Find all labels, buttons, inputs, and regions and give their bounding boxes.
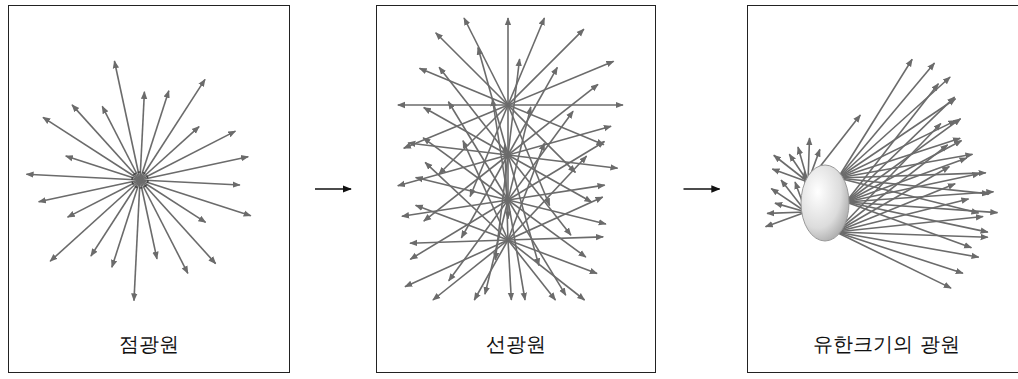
light-ray xyxy=(68,180,140,217)
light-ray xyxy=(39,180,140,202)
light-ray xyxy=(102,106,140,180)
light-ray xyxy=(508,240,511,300)
light-ray xyxy=(838,63,934,178)
light-ray xyxy=(507,18,509,105)
flow-arrow xyxy=(315,188,351,189)
light-ray xyxy=(798,147,808,182)
light-ray xyxy=(72,105,140,180)
light-ray xyxy=(838,138,960,178)
light-ray xyxy=(508,200,606,224)
light-ray xyxy=(846,192,994,202)
light-ray xyxy=(836,232,979,257)
light-ray xyxy=(836,123,941,232)
light-ray xyxy=(508,107,531,200)
light-ray xyxy=(114,61,140,180)
light-ray xyxy=(508,104,623,106)
light-ray xyxy=(404,105,508,148)
light-ray xyxy=(774,155,808,182)
panel-label: 선광원 xyxy=(377,331,655,358)
light-ray xyxy=(140,180,188,273)
light-ray xyxy=(140,127,199,180)
light-ray xyxy=(766,212,806,227)
light-ray xyxy=(767,212,806,213)
light-ray xyxy=(846,97,955,202)
light-ray xyxy=(425,162,508,240)
light-ray xyxy=(508,61,614,105)
light-ray xyxy=(140,79,205,180)
light-ray xyxy=(436,33,508,105)
light-ray xyxy=(140,180,216,264)
light-ray xyxy=(408,143,508,155)
light-ray xyxy=(836,184,955,232)
panel-box: 점광원 xyxy=(8,5,290,373)
panel-label: 점광원 xyxy=(9,331,289,358)
light-ray xyxy=(405,240,508,287)
light-ray xyxy=(50,180,140,261)
light-ray xyxy=(772,169,808,182)
flow-arrow xyxy=(684,188,720,189)
light-ray xyxy=(448,102,508,200)
light-ray xyxy=(474,240,508,300)
light-ray xyxy=(838,77,950,178)
panel-label: 유한크기의 광원 xyxy=(748,331,1018,358)
light-ray xyxy=(464,18,508,105)
light-ray xyxy=(836,217,983,232)
line-source-rays xyxy=(398,18,623,300)
light-ray xyxy=(836,199,969,232)
light-ray xyxy=(140,131,235,180)
light-ray xyxy=(508,240,585,300)
light-ray xyxy=(508,141,604,200)
light-ray xyxy=(508,197,603,240)
light-ray xyxy=(140,180,157,259)
finite-source-body xyxy=(801,165,849,241)
light-ray xyxy=(505,145,508,240)
light-ray xyxy=(140,157,248,180)
panel-box: 선광원 xyxy=(376,5,656,373)
light-ray xyxy=(836,232,963,273)
light-ray xyxy=(508,156,587,240)
light-ray xyxy=(402,200,508,216)
light-ray xyxy=(398,104,508,106)
light-ray xyxy=(846,84,938,202)
finite-source-rays xyxy=(766,59,998,288)
light-ray xyxy=(433,240,508,300)
light-ray xyxy=(508,237,603,240)
light-ray xyxy=(508,240,555,300)
light-ray xyxy=(836,145,948,232)
light-ray xyxy=(508,59,520,155)
point-source xyxy=(132,172,148,188)
panel-box: 유한크기의 광원 xyxy=(747,5,1018,373)
light-ray xyxy=(463,141,508,240)
point-source-rays xyxy=(26,61,250,301)
light-ray xyxy=(410,240,508,243)
light-ray xyxy=(836,232,951,288)
